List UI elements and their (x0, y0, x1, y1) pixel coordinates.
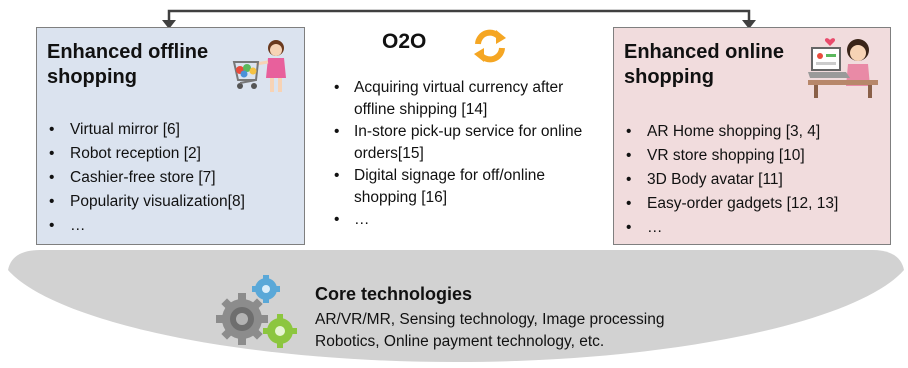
online-shopping-panel: Enhanced online shopping AR Home shoppin… (613, 27, 891, 245)
list-item: Cashier-free store [7] (47, 166, 303, 190)
core-technologies-line-1: AR/VR/MR, Sensing technology, Image proc… (315, 311, 665, 328)
list-item: Easy-order gadgets [12, 13] (624, 192, 886, 216)
bidirectional-arrow (162, 9, 756, 29)
list-item: In-store pick-up service for online orde… (332, 121, 602, 165)
list-item: AR Home shopping [3, 4] (624, 120, 886, 144)
core-technologies-title: Core technologies (315, 284, 473, 304)
o2o-title: O2O (382, 30, 427, 53)
list-item: … (624, 216, 886, 240)
core-technologies-line-2: Robotics, Online payment technology, etc… (315, 333, 605, 350)
list-item: … (47, 214, 303, 238)
list-item: Digital signage for off/online shopping … (332, 165, 602, 209)
list-item: … (332, 209, 602, 231)
online-panel-title: Enhanced online shopping (624, 41, 785, 88)
sync-arrows-icon (474, 29, 506, 63)
list-item: Popularity visualization[8] (47, 190, 303, 214)
offline-shopping-panel: Enhanced offline shopping Virtual mirror… (36, 27, 305, 245)
offline-list: Virtual mirror [6] Robot reception [2] C… (47, 118, 303, 238)
list-item: Acquiring virtual currency after offline… (332, 77, 602, 121)
laptop-shopper-icon (808, 38, 878, 98)
list-item: 3D Body avatar [11] (624, 168, 886, 192)
online-list: AR Home shopping [3, 4] VR store shoppin… (624, 120, 886, 240)
offline-panel-title: Enhanced offline shopping (47, 41, 209, 88)
o2o-list: Acquiring virtual currency after offline… (332, 77, 602, 231)
list-item: VR store shopping [10] (624, 144, 886, 168)
shopper-with-cart-icon (232, 40, 286, 92)
list-item: Virtual mirror [6] (47, 118, 303, 142)
list-item: Robot reception [2] (47, 142, 303, 166)
gears-icon (216, 275, 297, 348)
